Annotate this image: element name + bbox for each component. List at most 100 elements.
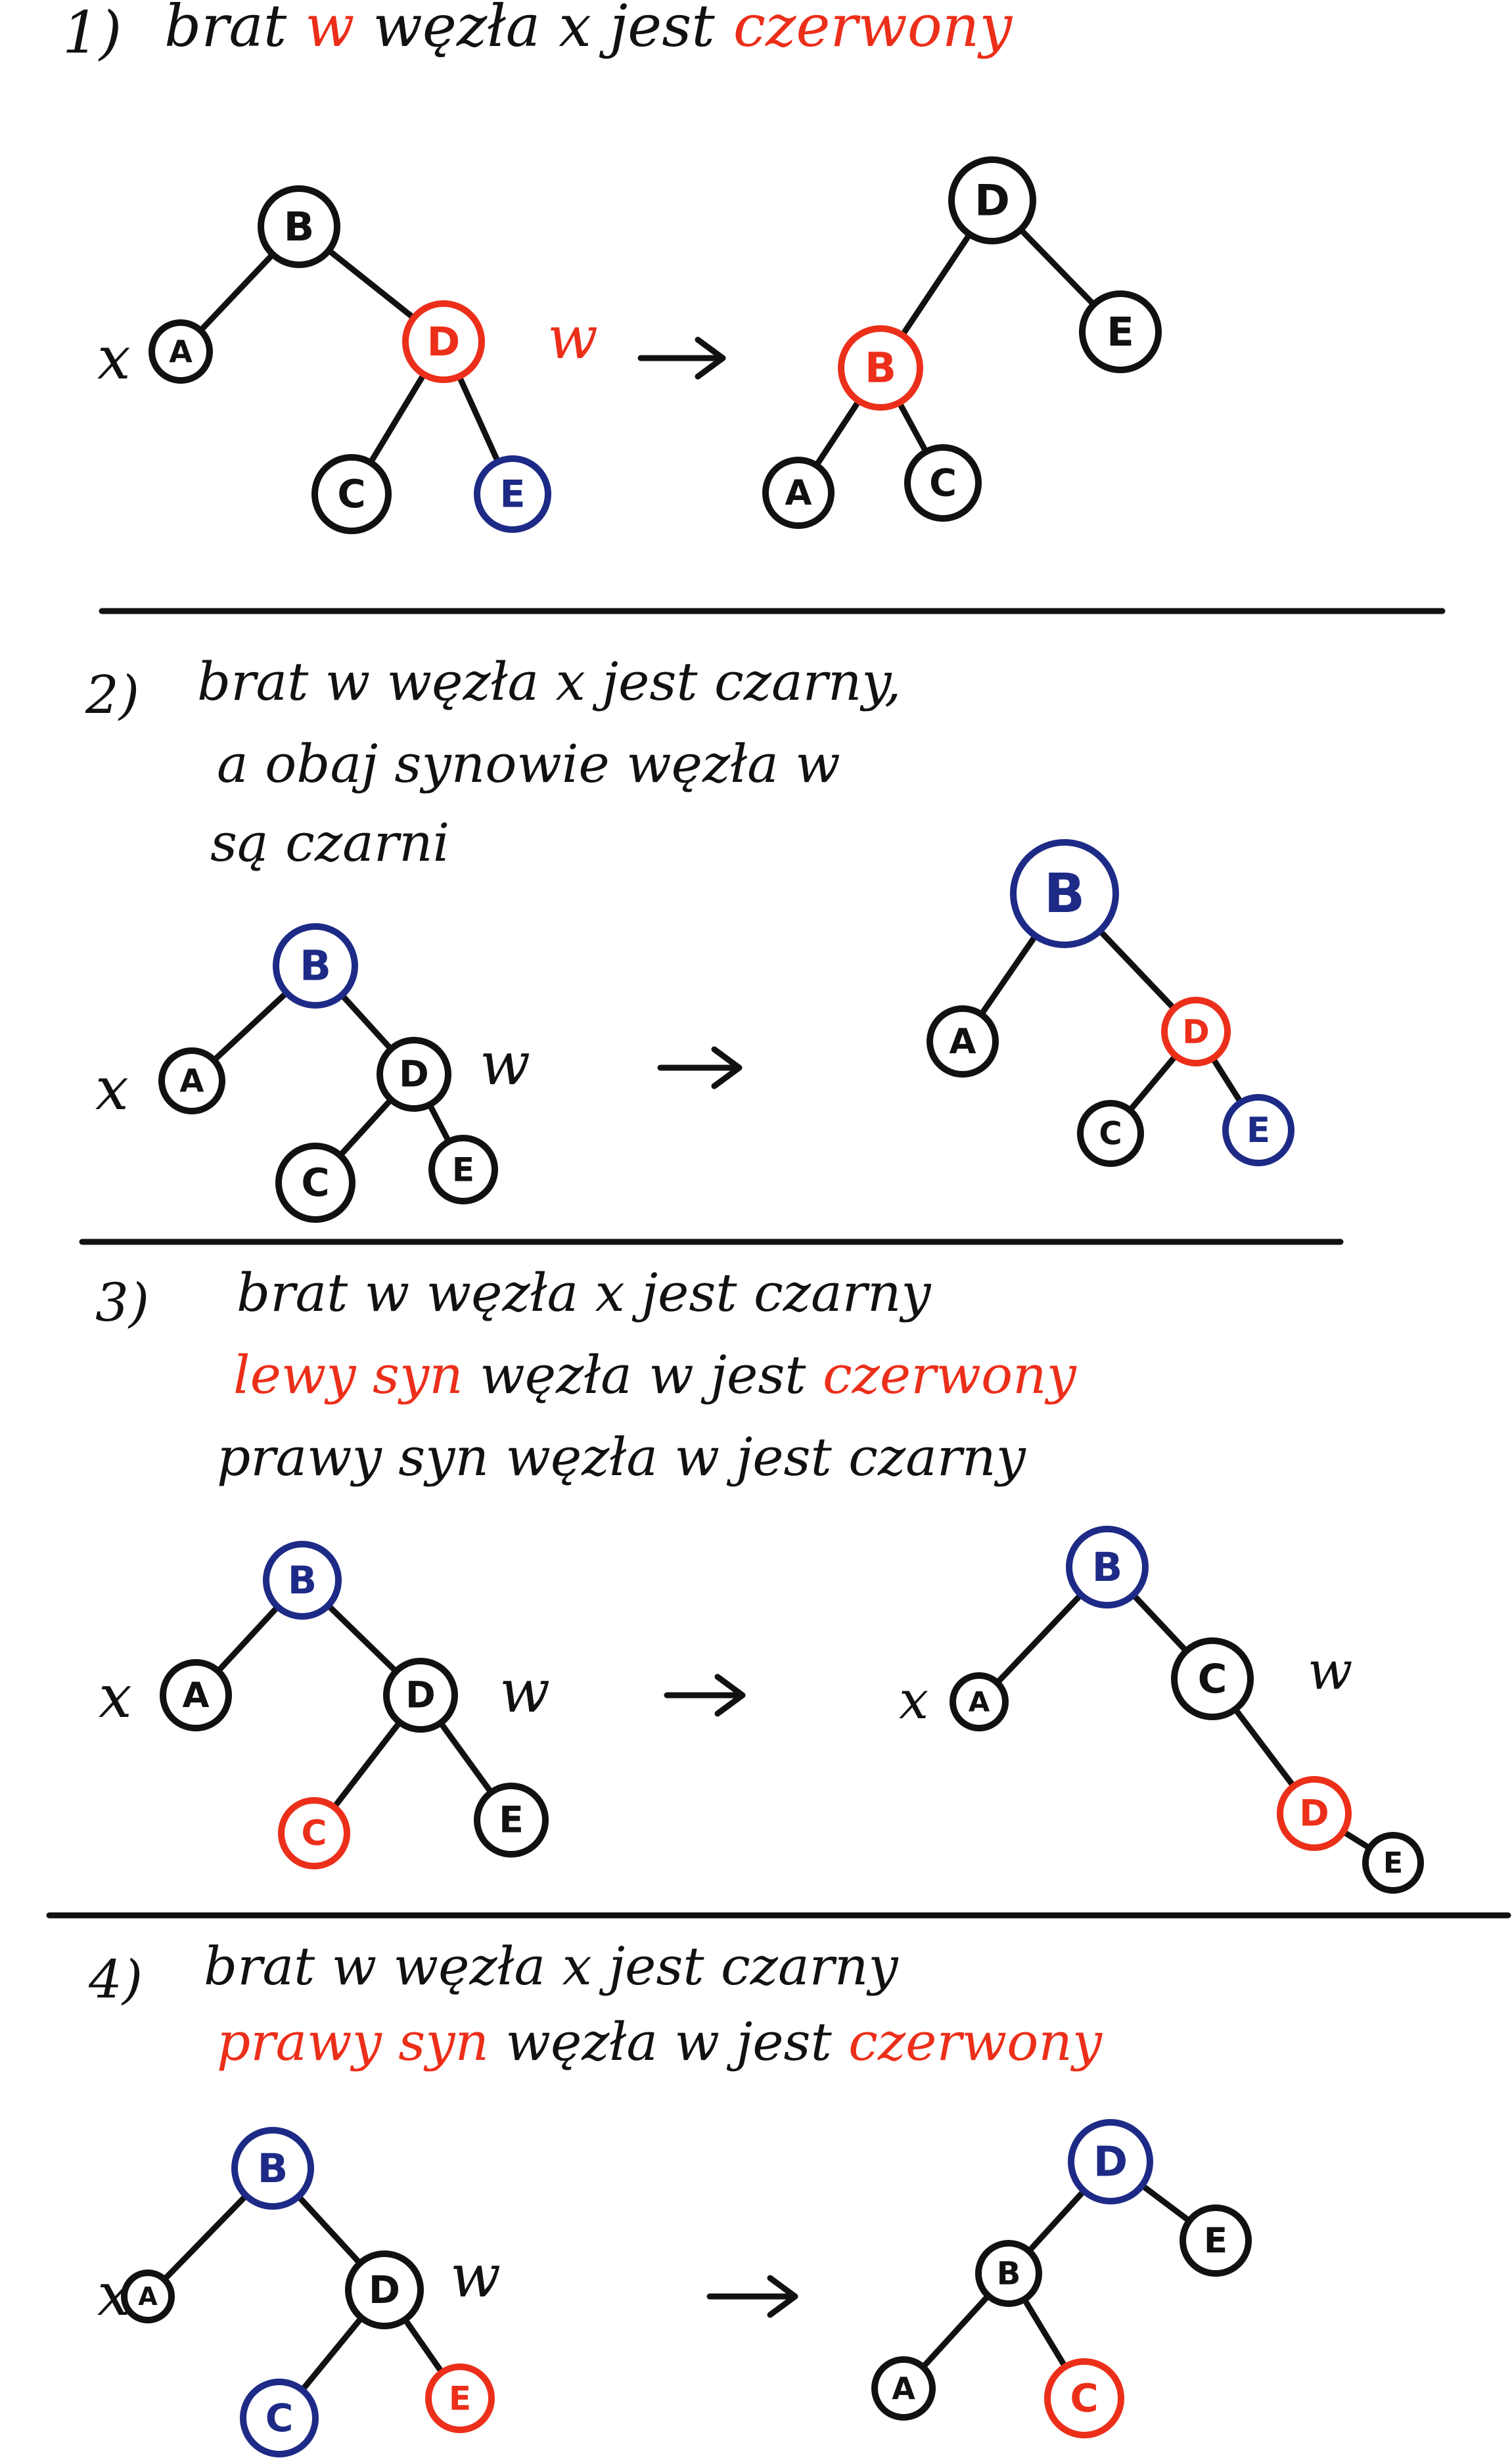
section-3-before-tree-node-D: D [383,1658,458,1733]
section-4-after-tree-node-B-circle [975,2240,1042,2307]
section-3-number: 3) [95,1272,149,1333]
section-2-after-tree-node-C: C [1077,1100,1144,1167]
section-3-before-tree-edge-D-C [331,1719,403,1810]
section-4-before-tree-node-E: E [425,2363,495,2433]
section-2-after-tree-node-A-label: A [949,1022,976,1062]
section-1-after-tree-edge-B-A [813,398,862,468]
section-1-number: 1) [62,0,122,66]
section-4-after-tree-node-E-label: E [1204,2221,1227,2261]
section-1-before-tree-edge-B-D [325,247,417,321]
heading-segment: prawy [217,2011,383,2072]
section-1-before-w-marker: w [547,304,598,373]
section-4-before-tree-node-D: D [345,2250,424,2329]
section-2-before-w-marker: w [480,1030,530,1099]
section-2-after-tree-node-B-label: B [1044,863,1086,925]
section-2-after-tree-node-E-circle [1222,1094,1294,1166]
section-2-before-tree-edge-D-E [426,1101,452,1145]
section-4-after-tree-node-E: E [1180,2204,1252,2277]
section-2-after-tree-node-C-label: C [1099,1116,1122,1152]
section-4-after-tree-edge-D-B [1026,2187,1088,2254]
section-1-after-tree-node-D: D [948,156,1036,244]
section-2-after-tree-edge-B-D [1097,927,1178,1012]
section-2-after-tree-node-B: B [1010,839,1119,948]
heading-segment: prawy syn węzła w jest czarny [217,1426,1027,1488]
section-4-before-tree-node-C-circle [240,2379,319,2457]
section-2-before-tree-node-E-circle [428,1135,498,1204]
section-2-before-tree-node-C-circle [275,1143,355,1223]
section-3-before-tree-node-E-label: E [499,1799,524,1841]
section-2-transform-arrow [657,1046,743,1089]
section-1-before-tree-edge-B-A [197,251,276,334]
section-2-before-tree-node-D: D [377,1037,451,1112]
section-4-before-tree-edge-B-D [295,2193,363,2267]
section-1-after-tree-node-A-circle [762,457,835,529]
section-3-before-tree-node-E: E [474,1783,549,1858]
section-1-before-tree-node-E: E [474,455,551,533]
section-3-heading-line-2: lewy syn węzła w jest czerwony [233,1344,1078,1405]
section-3-after-tree-node-C-circle [1171,1637,1254,1720]
section-4-before-tree-node-E-circle [425,2363,495,2433]
section-1-after-tree-node-A: A [762,457,835,529]
heading-segment: czerwony [715,0,1013,60]
section-2-heading-line-1: brat w węzła x jest czarny, [197,651,901,712]
section-4-before-tree-node-B: B [231,2127,314,2210]
section-4-before-tree-node-C-label: C [265,2396,294,2440]
section-3-before-tree-node-A: A [160,1659,232,1731]
section-3-before-tree-node-D-circle [383,1658,458,1733]
section-3-after-tree-node-D-label: D [1299,1792,1329,1835]
heading-segment: brat w węzła x jest czarny [237,1262,932,1323]
section-1-after-tree-node-B-circle [838,325,923,411]
section-3-before-tree-node-B-label: B [288,1558,317,1603]
section-2-before-tree-edge-D-C [337,1096,394,1159]
section-1-after-tree-node-D-label: D [974,176,1010,225]
section-3-after-tree-node-E-circle [1362,1832,1424,1894]
section-4-after-tree-node-B: B [975,2240,1042,2307]
section-3-after-tree-node-B-label: B [1092,1544,1123,1591]
section-1-before-tree-node-E-label: E [500,472,526,516]
section-1-before-tree-node-D-circle [402,300,485,383]
section-4-before-tree-node-B-label: B [258,2145,288,2192]
section-2-before-tree-node-B: B [273,923,358,1009]
section-2-after-tree-node-A-circle [927,1005,999,1078]
section-1-before-tree-node-B: B [258,185,340,268]
section-2-after-tree-node-A: A [927,1005,999,1078]
heading-segment: syn [382,2011,489,2072]
section-2-after-tree-node-E: E [1222,1094,1294,1166]
heading-segment: czerwony [806,1344,1078,1405]
section-4-before-tree-node-C: C [240,2379,319,2457]
section-4-before-tree-node-A-circle [121,2270,175,2323]
section-3-heading-line-3: prawy syn węzła w jest czarny [217,1426,1027,1488]
section-1-before-x-marker: x [97,324,131,393]
heading-segment: brat w węzła x jest czarny, [197,651,901,712]
section-3-heading-line-1: brat w węzła x jest czarny [237,1262,932,1323]
heading-segment: są czarni [210,812,449,873]
section-3-before-tree-node-C-label: C [302,1814,327,1854]
section-2-before-tree-node-E-label: E [452,1151,474,1189]
section-1-before-tree-edge-D-E [456,373,501,465]
section-4-before-w-marker: w [450,2242,501,2311]
section-2-before-tree-node-B-circle [273,923,358,1009]
section-4-after-tree-edge-B-C [1021,2296,1068,2370]
section-3-after-tree-node-A: A [950,1672,1009,1731]
section-4-after-tree-node-B-label: B [997,2256,1021,2293]
section-2-heading-line-3: są czarni [210,812,449,873]
section-2-after-tree-edge-D-E [1210,1055,1244,1106]
section-3-transform-arrow [664,1674,746,1717]
section-3-after-tree-node-E: E [1362,1832,1424,1894]
section-4-after-tree-node-E-circle [1180,2204,1252,2277]
section-1-before-tree-edge-D-C [367,371,427,466]
section-1-after-tree-node-E-label: E [1107,309,1134,355]
section-1-after-tree-node-B-label: B [865,344,896,392]
section-2-before-tree-node-C: C [275,1143,355,1223]
section-4-after-tree-node-A: A [871,2356,936,2421]
section-2-after-tree-node-D-label: D [1182,1013,1210,1051]
section-2-after-tree-edge-B-A [978,932,1039,1018]
section-3-before-tree-edge-B-A [215,1603,281,1674]
section-3-before-tree-node-C: C [278,1797,350,1869]
section-1-after-tree-node-C-label: C [929,461,957,505]
section-3-before-tree-node-E-circle [474,1783,549,1858]
section-1-before-tree-node-D: D [402,300,485,383]
section-2-after-tree-node-E-label: E [1247,1110,1270,1151]
